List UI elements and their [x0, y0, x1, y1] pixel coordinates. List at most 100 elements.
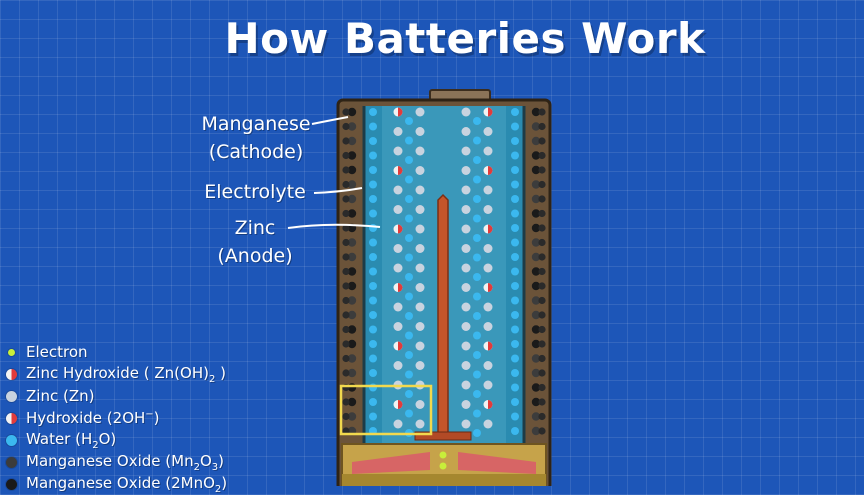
mno2-particle	[347, 267, 357, 276]
zinc-particle	[461, 107, 471, 117]
water-particle	[511, 238, 519, 247]
water-particle	[511, 383, 519, 392]
zinc-particle	[483, 380, 493, 390]
zinc-particle	[483, 302, 493, 312]
water-particle	[511, 137, 519, 145]
mn2o3-particle	[538, 253, 546, 261]
zinc-particle	[483, 322, 493, 331]
water-particle	[473, 156, 481, 164]
mn2o3-particle	[538, 354, 546, 363]
zinc-particle	[483, 361, 493, 370]
zinc-particle	[483, 244, 493, 253]
label-cathode: (Cathode)	[208, 141, 304, 163]
water-particle	[369, 238, 377, 247]
label-anode: (Anode)	[217, 245, 293, 267]
zinc-particle	[461, 185, 471, 195]
water-particle	[511, 224, 519, 232]
mno2-particle	[531, 223, 541, 233]
mn2o3-particle	[538, 108, 546, 116]
water-particle	[511, 122, 519, 131]
water-particle	[511, 180, 519, 189]
water-particle	[473, 370, 481, 379]
zinc-particle	[415, 322, 425, 331]
mno2-particle	[531, 194, 541, 204]
label-zinc-anode: Zinc (Anode)	[206, 214, 304, 270]
mno2-particle	[531, 209, 541, 218]
mn2o3-particle	[342, 412, 350, 421]
mno2-particle	[531, 339, 541, 349]
water-particle	[369, 151, 377, 160]
mn2o3-particle	[538, 427, 546, 435]
hydroxide-particle-red-half	[398, 283, 403, 292]
water-particle	[405, 253, 413, 262]
mno2-particle	[531, 397, 541, 407]
mno2-particle	[347, 194, 357, 204]
water-particle	[369, 383, 377, 392]
legend-label-hydroxide: Hydroxide (2OH−)	[26, 409, 160, 427]
zinc-particle	[461, 302, 471, 312]
legend-item-water: Water (H2O)	[6, 429, 227, 451]
highlight-box	[339, 384, 433, 436]
mno2-particle	[531, 238, 541, 247]
collector-rod	[437, 193, 449, 436]
water-particle	[369, 180, 377, 189]
zinc-particle	[393, 419, 403, 429]
mno2-particle	[347, 151, 357, 160]
water-particle	[369, 282, 377, 290]
page-title: How Batteries Work	[224, 14, 706, 63]
water-particle	[511, 340, 519, 348]
legend-item-mno2: Manganese Oxide (2MnO2)	[6, 473, 227, 495]
water-particle	[473, 234, 481, 242]
zinc-particle	[415, 244, 425, 253]
hydroxide-swatch	[6, 412, 17, 424]
mn2o3-particle	[342, 180, 350, 189]
water-particle	[405, 370, 413, 379]
zinc-particle	[393, 244, 403, 253]
mn2o3-particle	[538, 224, 546, 232]
zinc-particle	[461, 127, 471, 136]
electron-swatch	[8, 348, 15, 356]
mn2o3-particle	[538, 238, 546, 247]
zinc-particle	[393, 263, 403, 273]
water-particle	[511, 282, 519, 290]
zinc-hydroxide-swatch	[6, 368, 17, 380]
mn2o3-particle	[342, 325, 350, 334]
mn2o3-particle	[342, 122, 350, 131]
mno2-particle	[531, 296, 541, 305]
mno2-particle	[347, 252, 357, 262]
zinc-particle	[461, 341, 471, 351]
legend-item-zinc-hydroxide: Zinc Hydroxide ( Zn(OH)2 )	[6, 363, 227, 385]
mno2-particle	[531, 354, 541, 363]
zinc-particle	[461, 166, 471, 175]
zinc-particle	[483, 263, 493, 273]
electron-dot	[439, 451, 447, 459]
zinc-particle	[415, 224, 425, 234]
legend-label-zinc-hydroxide: Zinc Hydroxide ( Zn(OH)2 )	[26, 363, 226, 385]
zinc-particle	[415, 361, 425, 370]
water-swatch	[6, 434, 17, 446]
water-particle	[473, 312, 481, 320]
water-particle	[473, 429, 481, 437]
zinc-particle	[483, 146, 493, 156]
water-particle	[511, 325, 519, 334]
mno2-particle	[347, 238, 357, 247]
mno2-particle	[531, 107, 541, 117]
water-particle	[369, 253, 377, 261]
zinc-particle	[393, 361, 403, 370]
mno2-particle	[531, 151, 541, 160]
mn2o3-particle	[342, 151, 350, 160]
mn2o3-particle	[538, 340, 546, 348]
legend-item-mn2o3: Manganese Oxide (Mn2O3)	[6, 451, 227, 473]
mn2o3-particle	[538, 166, 546, 174]
hydroxide-particle-red-half	[488, 341, 493, 351]
zinc-particle	[483, 185, 493, 195]
zinc-particle	[415, 263, 425, 273]
hydroxide-particle-red-half	[488, 166, 493, 175]
mno2-particle	[531, 252, 541, 262]
mno2-particle	[531, 325, 541, 334]
mno2-particle	[347, 412, 357, 421]
label-manganese: Manganese	[201, 113, 311, 135]
mn2o3-particle	[538, 311, 546, 319]
water-particle	[369, 137, 377, 145]
